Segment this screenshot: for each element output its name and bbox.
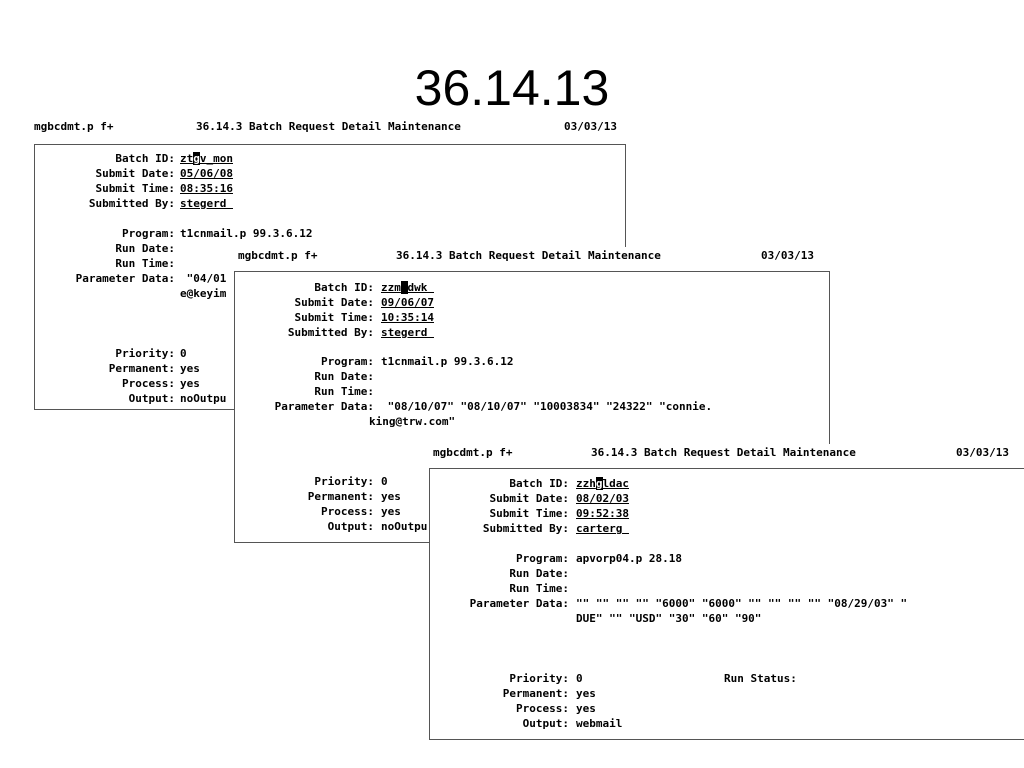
submit-time-label: Submit Time: xyxy=(294,311,374,324)
screen-title: 36.14.3 Batch Request Detail Maintenance xyxy=(196,120,461,133)
program-value: t1cnmail.p 99.3.6.12 xyxy=(381,355,514,368)
process-label: Process: xyxy=(321,505,374,518)
output-value: noOutpu xyxy=(381,520,428,533)
submit-date-field[interactable]: 09/06/07 xyxy=(381,296,434,309)
screen-date: 03/03/13 xyxy=(761,249,814,262)
submit-date-label: Submit Date: xyxy=(95,167,175,180)
program-label: Program: xyxy=(516,552,569,565)
submitted-by-field[interactable]: stegerd xyxy=(381,326,434,339)
program-label: Program: xyxy=(321,355,374,368)
batch-id-label: Batch ID: xyxy=(509,477,569,490)
batch-id-field[interactable]: ztgv_mon xyxy=(180,152,233,165)
run-date-label: Run Date: xyxy=(115,242,175,255)
program-label: Program: xyxy=(122,227,175,240)
batch-id-field[interactable]: zzm dwk xyxy=(381,281,434,294)
run-status-label: Run Status: xyxy=(724,672,797,685)
process-label: Process: xyxy=(122,377,175,390)
parameter-data-label: Parameter Data: xyxy=(274,400,374,413)
screen-title: 36.14.3 Batch Request Detail Maintenance xyxy=(591,446,856,459)
parameter-data-line2: e@keyim xyxy=(180,287,227,300)
submit-date-label: Submit Date: xyxy=(489,492,569,505)
output-label: Output: xyxy=(327,520,374,533)
permanent-value: yes xyxy=(180,362,200,375)
terminal-header: mgbcdmt.p f+ 36.14.3 Batch Request Detai… xyxy=(429,444,1024,462)
process-label: Process: xyxy=(516,702,569,715)
submit-date-field[interactable]: 08/02/03 xyxy=(576,492,629,505)
program-id: mgbcdmt.p f+ xyxy=(238,249,318,262)
submitted-by-label: Submitted By: xyxy=(287,326,374,339)
submit-time-field[interactable]: 10:35:14 xyxy=(381,311,434,324)
permanent-value: yes xyxy=(381,490,401,503)
terminal-header: mgbcdmt.p f+ 36.14.3 Batch Request Detai… xyxy=(234,247,830,265)
run-time-label: Run Time: xyxy=(509,582,569,595)
parameter-data-line2: DUE" "" "USD" "30" "60" "90" xyxy=(576,612,762,625)
parameter-data-line2: king@trw.com" xyxy=(369,415,456,428)
permanent-value: yes xyxy=(576,687,596,700)
parameter-data-label: Parameter Data: xyxy=(75,272,175,285)
priority-value: 0 xyxy=(576,672,583,685)
run-time-label: Run Time: xyxy=(314,385,374,398)
output-label: Output: xyxy=(522,717,569,730)
program-value: t1cnmail.p 99.3.6.12 xyxy=(180,227,313,240)
batch-id-field[interactable]: zzhgldac xyxy=(576,477,629,490)
priority-label: Priority: xyxy=(314,475,374,488)
screen-date: 03/03/13 xyxy=(564,120,617,133)
priority-value: 0 xyxy=(381,475,388,488)
process-value: yes xyxy=(180,377,200,390)
text-cursor: g xyxy=(193,152,200,165)
submit-time-field[interactable]: 08:35:16 xyxy=(180,182,233,195)
text-cursor: g xyxy=(595,477,603,490)
priority-value: 0 xyxy=(180,347,187,360)
batch-id-label: Batch ID: xyxy=(115,152,175,165)
run-date-label: Run Date: xyxy=(509,567,569,580)
output-value: webmail xyxy=(576,717,623,730)
terminal-window-3: mgbcdmt.p f+ 36.14.3 Batch Request Detai… xyxy=(429,444,1024,740)
program-value: apvorp04.p 28.18 xyxy=(576,552,682,565)
process-value: yes xyxy=(576,702,596,715)
submitted-by-label: Submitted By: xyxy=(482,522,569,535)
screen-title: 36.14.3 Batch Request Detail Maintenance xyxy=(396,249,661,262)
parameter-data-label: Parameter Data: xyxy=(469,597,569,610)
output-value: noOutpu xyxy=(180,392,227,405)
permanent-label: Permanent: xyxy=(502,687,569,700)
priority-label: Priority: xyxy=(509,672,569,685)
submit-time-label: Submit Time: xyxy=(489,507,569,520)
submit-date-field[interactable]: 05/06/08 xyxy=(180,167,233,180)
output-label: Output: xyxy=(128,392,175,405)
run-date-label: Run Date: xyxy=(314,370,374,383)
submitted-by-label: Submitted By: xyxy=(88,197,175,210)
batch-id-label: Batch ID: xyxy=(314,281,374,294)
submitted-by-field[interactable]: stegerd xyxy=(180,197,233,210)
terminal-body: Batch ID: zzhgldac Submit Date: 08/02/03 S… xyxy=(429,468,1024,740)
slide-title: 36.14.13 xyxy=(414,60,610,116)
program-id: mgbcdmt.p f+ xyxy=(433,446,513,459)
run-time-label: Run Time: xyxy=(115,257,175,270)
submitted-by-field[interactable]: carterg xyxy=(576,522,629,535)
parameter-data-line1: "04/01 xyxy=(180,272,227,285)
text-cursor xyxy=(400,281,408,294)
permanent-label: Permanent: xyxy=(108,362,175,375)
program-id: mgbcdmt.p f+ xyxy=(34,120,114,133)
parameter-data-line1: "08/10/07" "08/10/07" "10003834" "24322"… xyxy=(381,400,713,413)
terminal-header: mgbcdmt.p f+ 36.14.3 Batch Request Detai… xyxy=(34,118,626,136)
submit-date-label: Submit Date: xyxy=(294,296,374,309)
priority-label: Priority: xyxy=(115,347,175,360)
permanent-label: Permanent: xyxy=(307,490,374,503)
process-value: yes xyxy=(381,505,401,518)
submit-time-label: Submit Time: xyxy=(95,182,175,195)
screen-date: 03/03/13 xyxy=(956,446,1009,459)
parameter-data-line1: "" "" "" "" "6000" "6000" "" "" "" "" "0… xyxy=(576,597,908,610)
submit-time-field[interactable]: 09:52:38 xyxy=(576,507,629,520)
